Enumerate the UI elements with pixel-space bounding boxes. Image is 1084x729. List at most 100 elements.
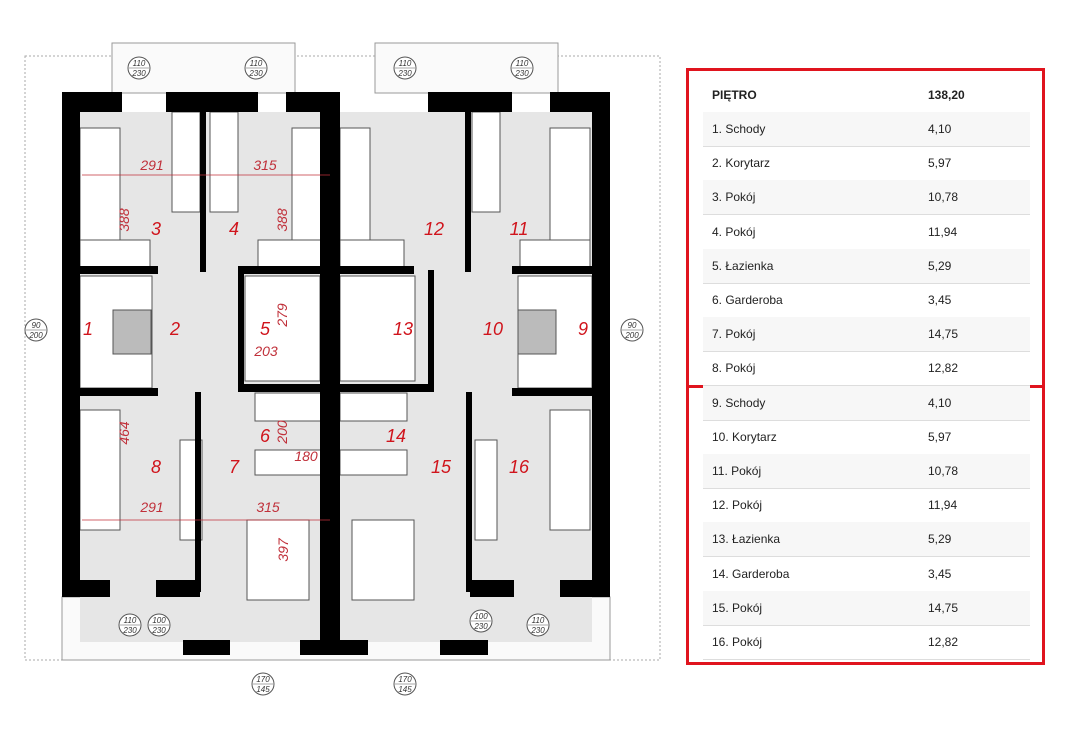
room-area: 11,94 bbox=[928, 224, 958, 239]
room-name: 8. Pokój bbox=[712, 361, 756, 376]
room-number: 7 bbox=[229, 457, 240, 477]
header-label: PIĘTRO bbox=[712, 88, 757, 102]
room-area: 11,94 bbox=[928, 498, 958, 513]
svg-text:230: 230 bbox=[530, 626, 545, 635]
svg-text:230: 230 bbox=[122, 626, 137, 635]
room-name: 1. Schody bbox=[712, 122, 766, 136]
room-number: 6 bbox=[260, 426, 271, 446]
room-area: 14,75 bbox=[928, 327, 959, 342]
dimension-label: 180 bbox=[294, 448, 318, 464]
room-area: 5,29 bbox=[928, 258, 952, 273]
room-name: 15. Pokój bbox=[712, 600, 763, 615]
room-number: 13 bbox=[393, 319, 413, 339]
svg-text:230: 230 bbox=[131, 69, 146, 78]
room-area: 3,45 bbox=[928, 566, 952, 581]
table-row: 4. Pokój 11,94 bbox=[703, 215, 1030, 250]
svg-text:200: 200 bbox=[624, 331, 639, 340]
svg-text:230: 230 bbox=[473, 622, 488, 631]
furniture bbox=[79, 111, 591, 601]
table-header-row: PIĘTRO 138,20 bbox=[703, 78, 1030, 113]
svg-text:110: 110 bbox=[250, 59, 263, 68]
room-area: 14,75 bbox=[928, 600, 959, 615]
header-value: 138,20 bbox=[928, 88, 965, 102]
svg-text:100: 100 bbox=[474, 612, 488, 621]
room-area: 12,82 bbox=[928, 635, 959, 649]
svg-text:230: 230 bbox=[248, 69, 263, 78]
room-name: 11. Pokój bbox=[712, 464, 762, 478]
room-number: 3 bbox=[151, 219, 161, 239]
dimension-label: 388 bbox=[274, 208, 290, 232]
table-row: 9. Schody 4,10 bbox=[703, 385, 1030, 421]
floor-plan: 1 2 3 4 5 6 7 8 9 10 11 12 13 14 15 16 2… bbox=[24, 42, 661, 696]
svg-text:90: 90 bbox=[32, 321, 41, 330]
opening-labels: 1102301102301102301102309020090200110230… bbox=[24, 56, 644, 696]
svg-text:90: 90 bbox=[628, 321, 637, 330]
room-area: 5,29 bbox=[928, 532, 952, 547]
room-area: 12,82 bbox=[928, 361, 959, 376]
svg-text:170: 170 bbox=[398, 675, 412, 684]
room-area: 4,10 bbox=[928, 122, 952, 136]
svg-text:230: 230 bbox=[514, 69, 529, 78]
svg-text:170: 170 bbox=[256, 675, 270, 684]
stairs bbox=[79, 275, 593, 389]
dimension-label: 388 bbox=[116, 208, 132, 232]
svg-text:110: 110 bbox=[124, 616, 137, 625]
dimension-label: 315 bbox=[256, 499, 280, 515]
table-row: 12. Pokój 11,94 bbox=[703, 488, 1030, 524]
room-name: 7. Pokój bbox=[712, 327, 756, 342]
dimensions: 291 315 388 388 279 203 200 180 464 291 … bbox=[82, 157, 330, 562]
dimension-label: 279 bbox=[274, 303, 290, 328]
table-row: 8. Pokój 12,82 bbox=[703, 351, 1030, 387]
room-area: 10,78 bbox=[928, 190, 959, 205]
room-name: 9. Schody bbox=[712, 395, 766, 410]
room-area: 10,78 bbox=[928, 464, 959, 478]
dimension-label: 315 bbox=[253, 157, 277, 173]
svg-text:145: 145 bbox=[256, 685, 270, 694]
table-row: 2. Korytarz 5,97 bbox=[703, 146, 1030, 182]
dimension-label: 464 bbox=[116, 421, 132, 445]
room-name: 2. Korytarz bbox=[712, 156, 771, 171]
room-name: 13. Łazienka bbox=[712, 532, 781, 547]
dimension-label: 291 bbox=[139, 157, 163, 173]
svg-text:145: 145 bbox=[398, 685, 412, 694]
room-number: 16 bbox=[509, 457, 530, 477]
room-number: 8 bbox=[151, 457, 161, 477]
room-area: 5,97 bbox=[928, 429, 952, 444]
svg-text:230: 230 bbox=[151, 626, 166, 635]
svg-text:110: 110 bbox=[399, 59, 412, 68]
room-name: 12. Pokój bbox=[712, 498, 763, 513]
svg-text:110: 110 bbox=[133, 59, 146, 68]
table-row: 15. Pokój 14,75 bbox=[703, 590, 1030, 626]
svg-text:230: 230 bbox=[397, 69, 412, 78]
room-number: 2 bbox=[169, 319, 180, 339]
svg-text:110: 110 bbox=[532, 616, 545, 625]
room-number: 5 bbox=[260, 319, 271, 339]
room-name: 6. Garderoba bbox=[712, 293, 783, 307]
room-number: 15 bbox=[431, 457, 452, 477]
room-name: 5. Łazienka bbox=[712, 258, 774, 273]
room-name: 10. Korytarz bbox=[712, 429, 777, 444]
table-row: 6. Garderoba 3,45 bbox=[703, 283, 1030, 318]
room-area: 3,45 bbox=[928, 293, 952, 307]
room-number: 10 bbox=[483, 319, 503, 339]
room-area: 5,97 bbox=[928, 156, 952, 171]
room-name: 4. Pokój bbox=[712, 224, 756, 239]
table-row: 1. Schody 4,10 bbox=[703, 112, 1030, 147]
room-area: 4,10 bbox=[928, 395, 952, 410]
table-row: 10. Korytarz 5,97 bbox=[703, 420, 1030, 455]
svg-text:110: 110 bbox=[516, 59, 529, 68]
dimension-label: 200 bbox=[274, 420, 290, 445]
table-row: 7. Pokój 14,75 bbox=[703, 317, 1030, 353]
dimension-label: 397 bbox=[275, 537, 291, 562]
room-number: 9 bbox=[578, 319, 588, 339]
